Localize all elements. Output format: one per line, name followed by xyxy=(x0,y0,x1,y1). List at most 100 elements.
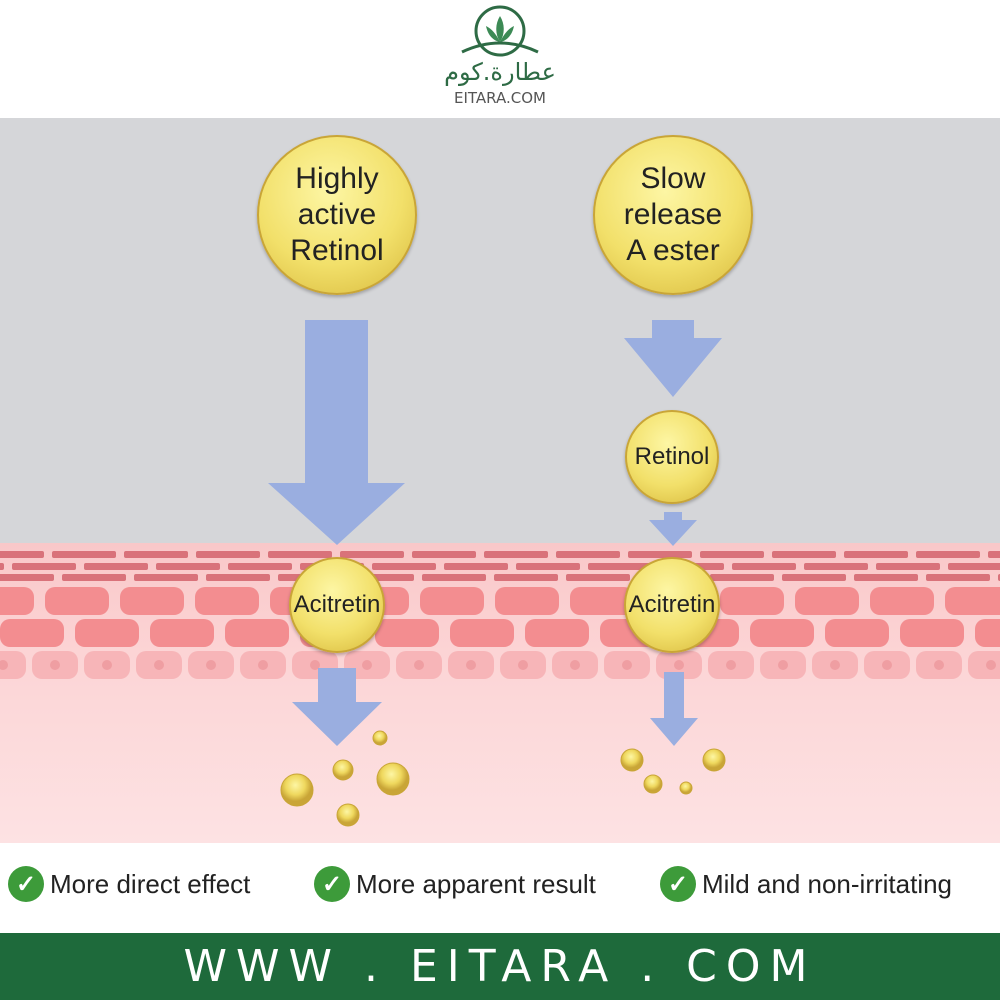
epidermis-cell xyxy=(420,587,484,615)
epidermis-cell xyxy=(375,619,439,647)
stratum-corneum-cell xyxy=(700,551,764,558)
stratum-corneum-cell xyxy=(566,574,630,581)
cell-nucleus xyxy=(50,660,60,670)
retinol-label: Retinol xyxy=(634,443,710,470)
stratum-corneum-cell xyxy=(732,563,796,570)
particle xyxy=(372,730,388,746)
acitretin-label: Acitretin xyxy=(628,591,716,618)
cell-nucleus xyxy=(154,660,164,670)
arrows xyxy=(268,320,722,746)
cell-nucleus xyxy=(622,660,632,670)
stratum-corneum-cell xyxy=(516,563,580,570)
epidermis-cell xyxy=(450,619,514,647)
stratum-corneum-cell xyxy=(556,551,620,558)
dispersed-particles xyxy=(280,730,726,827)
stratum-corneum-cell xyxy=(422,574,486,581)
particle xyxy=(679,781,693,795)
stratum-corneum-cell xyxy=(0,551,44,558)
stratum-corneum-cell xyxy=(52,551,116,558)
epidermis-cell xyxy=(120,587,184,615)
stratum-corneum-cell xyxy=(372,563,436,570)
stratum-corneum-cell xyxy=(782,574,846,581)
logo-lotus-icon xyxy=(461,5,539,57)
outer-environment xyxy=(0,118,1000,546)
stratum-corneum-cell xyxy=(196,551,260,558)
stratum-corneum-cell xyxy=(926,574,990,581)
stratum-corneum-cell xyxy=(206,574,270,581)
logo-arabic: عطارة.كوم xyxy=(444,58,556,86)
particle xyxy=(702,748,726,772)
particle xyxy=(336,803,360,827)
epidermis-cell xyxy=(150,619,214,647)
stratum-corneum-cell xyxy=(84,563,148,570)
epidermis-cell xyxy=(945,587,1000,615)
cell-nucleus xyxy=(726,660,736,670)
particle xyxy=(280,773,314,807)
particle xyxy=(376,762,410,796)
epidermis-cell xyxy=(720,587,784,615)
cell-nucleus xyxy=(882,660,892,670)
stratum-corneum-cell xyxy=(12,563,76,570)
header: عطارة.كوم EITARA.COM xyxy=(0,0,1000,118)
stratum-corneum-cell xyxy=(772,551,836,558)
stratum-corneum-cell xyxy=(134,574,198,581)
left-large-arrow xyxy=(268,320,405,545)
cell-nucleus xyxy=(934,660,944,670)
epidermis-cell xyxy=(975,619,1000,647)
right-acitretin-molecule: Acitretin xyxy=(624,557,720,653)
stratum-corneum-cell xyxy=(876,563,940,570)
benefits-bar xyxy=(0,843,1000,930)
retinol-molecule: Retinol xyxy=(625,410,719,504)
left-acitretin-molecule: Acitretin xyxy=(289,557,385,653)
right-arrow-2 xyxy=(649,512,697,546)
benefit-item: ✓More apparent result xyxy=(314,866,596,902)
stratum-corneum-cell xyxy=(588,563,652,570)
stratum-corneum-cell xyxy=(494,574,558,581)
footer-website[interactable]: WWW . EITARA . COM xyxy=(0,930,1000,1000)
epidermis-cell xyxy=(0,587,34,615)
cell-nucleus xyxy=(778,660,788,670)
stratum-corneum-cell xyxy=(628,551,692,558)
label-line: Retinol xyxy=(290,234,384,267)
cell-nucleus xyxy=(830,660,840,670)
epidermis-cell xyxy=(75,619,139,647)
cell-nucleus xyxy=(466,660,476,670)
stratum-corneum-cell xyxy=(0,563,4,570)
right-lower-arrow xyxy=(650,672,698,746)
label-line: active xyxy=(297,198,377,231)
particle xyxy=(643,774,663,794)
benefit-item: ✓Mild and non-irritating xyxy=(660,866,952,902)
left-lower-arrow xyxy=(292,668,382,746)
label-line: Slow xyxy=(640,162,706,195)
stratum-corneum-cell xyxy=(0,574,54,581)
stratum-corneum-cell xyxy=(988,551,1000,558)
stratum-corneum-cell xyxy=(124,551,188,558)
benefit-label: More apparent result xyxy=(356,868,596,899)
benefit-label: More direct effect xyxy=(50,868,251,899)
cell-nucleus xyxy=(310,660,320,670)
epidermis-cell xyxy=(495,587,559,615)
stratum-corneum-cell xyxy=(340,551,404,558)
label-line: release xyxy=(623,198,723,231)
epidermis-cell xyxy=(870,587,934,615)
basal-cell xyxy=(968,651,1000,679)
stratum-corneum-cell xyxy=(268,551,332,558)
epidermis-cell xyxy=(45,587,109,615)
stratum-corneum-cell xyxy=(844,551,908,558)
stratum-corneum-cell xyxy=(804,563,868,570)
cell-nucleus xyxy=(362,660,372,670)
epidermis-cell xyxy=(0,619,64,647)
cell-nucleus xyxy=(570,660,580,670)
check-icon: ✓ xyxy=(660,866,696,902)
cell-nucleus xyxy=(986,660,996,670)
stratum-corneum-cell xyxy=(444,563,508,570)
right-arrow-1 xyxy=(624,320,722,397)
stratum-corneum-cell xyxy=(228,563,292,570)
basal-cell xyxy=(0,651,26,679)
stratum-corneum-cell xyxy=(412,551,476,558)
stratum-corneum-cell xyxy=(484,551,548,558)
stratum-corneum-cell xyxy=(916,551,980,558)
cell-nucleus xyxy=(414,660,424,670)
label-line: Highly xyxy=(295,162,379,195)
